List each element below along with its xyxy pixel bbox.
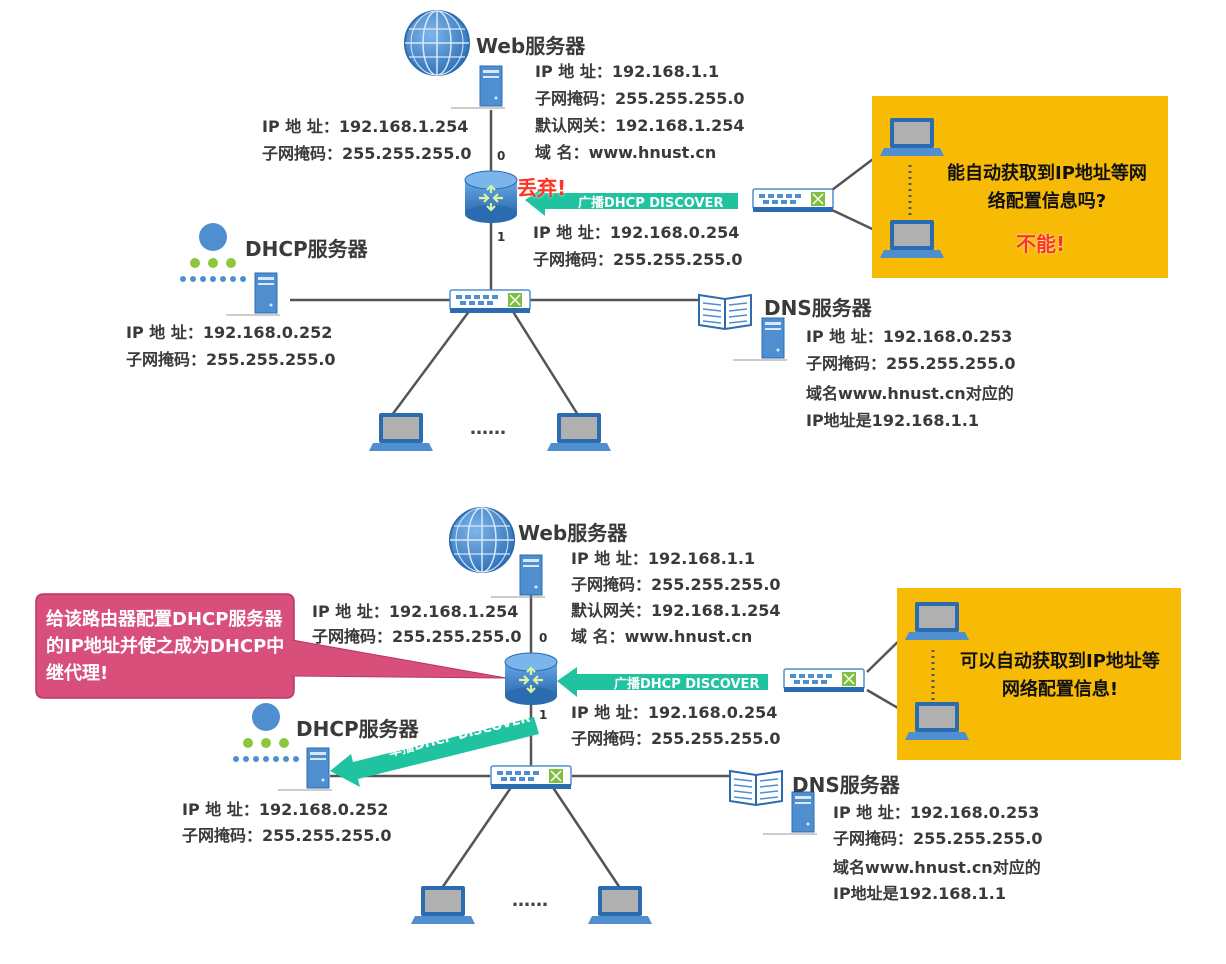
bottom-dns-note2: IP地址是192.168.1.1 [833, 884, 1006, 903]
bottom-web-domain: 域 名：www.hnust.cn [571, 627, 753, 646]
top-dhcp-mask: 子网掩码：255.255.255.0 [126, 350, 336, 369]
top-router-if0-ip: IP 地 址：192.168.1.254 [262, 117, 469, 136]
bottom-dhcp-mask: 子网掩码：255.255.255.0 [182, 826, 392, 845]
edge-switch-icon [783, 668, 865, 693]
top-links [290, 110, 886, 416]
top-question: 能自动获取到IP地址等网络配置信息吗? [947, 163, 1147, 212]
bottom-ellipsis: …… [512, 890, 548, 911]
dns-book-icon [729, 770, 783, 806]
top-ellipsis: …… [470, 418, 506, 439]
bottom-web-ip: IP 地 址：192.168.1.1 [571, 549, 756, 568]
bottom-dhcp-ip: IP 地 址：192.168.0.252 [182, 800, 389, 819]
top-web-domain: 域 名：www.hnust.cn [535, 143, 717, 162]
bottom-dhcp-title: DHCP服务器 [296, 717, 419, 741]
top-router-if1-mask: 子网掩码：255.255.255.0 [533, 250, 743, 269]
bottom-result: 可以自动获取到IP地址等网络配置信息! [960, 651, 1160, 700]
top-web-ip: IP 地 址：192.168.1.1 [535, 62, 720, 81]
top-discard-label: 丢弃! [517, 176, 567, 200]
bottom-dns-title: DNS服务器 [792, 773, 900, 797]
edge-switch-icon [752, 188, 834, 213]
laptop-icon [547, 413, 611, 451]
bottom-web-server-title: Web服务器 [518, 521, 628, 545]
laptop-icon [411, 886, 475, 924]
top-router-if0-mask: 子网掩码：255.255.255.0 [262, 144, 472, 163]
bottom-dns-mask: 子网掩码：255.255.255.0 [833, 829, 1043, 848]
bottom-dns-note1: 域名www.hnust.cn对应的 [833, 858, 1041, 877]
bottom-broadcast-label: 广播DHCP DISCOVER [614, 677, 760, 692]
router-port0: 0 [497, 149, 505, 163]
router-port0: 0 [539, 631, 547, 645]
switch-icon [490, 765, 572, 790]
dhcp-server-icon [233, 703, 299, 762]
top-web-gateway: 默认网关：192.168.1.254 [535, 116, 745, 135]
bottom-web-mask: 子网掩码：255.255.255.0 [571, 575, 781, 594]
router-icon [463, 169, 519, 225]
top-dns-note1: 域名www.hnust.cn对应的 [806, 384, 1014, 403]
callout-bubble [35, 593, 507, 699]
bottom-router-if0-mask: 子网掩码：255.255.255.0 [312, 627, 522, 646]
dns-book-icon [698, 294, 752, 330]
top-broadcast-label: 广播DHCP DISCOVER [578, 196, 724, 211]
router-port1: 1 [539, 708, 547, 722]
bottom-router-if1-ip: IP 地 址：192.168.0.254 [571, 703, 778, 722]
bottom-dns-ip: IP 地 址：192.168.0.253 [833, 803, 1040, 822]
switch-icon [449, 289, 531, 314]
top-web-server-title: Web服务器 [476, 34, 586, 58]
dhcp-server-icon [180, 223, 246, 282]
top-router-if1-ip: IP 地 址：192.168.0.254 [533, 223, 740, 242]
router-port1: 1 [497, 230, 505, 244]
top-dns-title: DNS服务器 [764, 296, 872, 320]
top-dns-ip: IP 地 址：192.168.0.253 [806, 327, 1013, 346]
dhcp-host-icon [277, 747, 333, 791]
web-server-icon [450, 65, 506, 109]
bottom-router-if0-ip: IP 地 址：192.168.1.254 [312, 602, 519, 621]
broadcast-arrow-icon [525, 186, 738, 216]
bottom-diagram: 0 1 [35, 507, 1181, 924]
laptop-icon [369, 413, 433, 451]
web-globe-icon [404, 10, 470, 76]
web-globe-icon [449, 507, 515, 573]
top-dhcp-ip: IP 地 址：192.168.0.252 [126, 323, 333, 342]
top-web-mask: 子网掩码：255.255.255.0 [535, 89, 745, 108]
top-dns-mask: 子网掩码：255.255.255.0 [806, 354, 1016, 373]
top-answer: 不能! [1016, 232, 1066, 256]
router-icon [503, 651, 559, 707]
broadcast-arrow-icon [557, 667, 768, 697]
bottom-callout-text: 给该路由器配置DHCP服务器的IP地址并使之成为DHCP中继代理! [46, 609, 285, 684]
bottom-router-if1-mask: 子网掩码：255.255.255.0 [571, 729, 781, 748]
laptop-icon [588, 886, 652, 924]
top-dns-note2: IP地址是192.168.1.1 [806, 411, 979, 430]
top-dhcp-title: DHCP服务器 [245, 237, 368, 261]
bottom-web-gateway: 默认网关：192.168.1.254 [571, 601, 781, 620]
top-diagram: 0 1 [180, 10, 1168, 451]
unicast-arrow-icon [330, 717, 539, 787]
